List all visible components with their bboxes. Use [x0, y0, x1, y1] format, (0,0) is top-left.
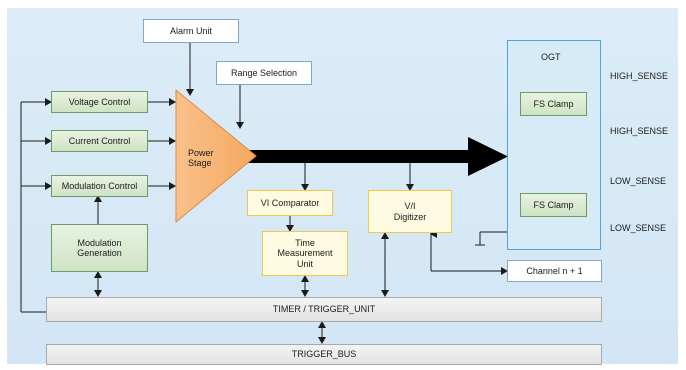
fs-clamp-top-box: FS Clamp — [520, 92, 587, 116]
power-stage-label: Power Stage — [188, 148, 214, 169]
range-selection-box: Range Selection — [216, 61, 312, 85]
channel-n-plus-1-box: Channel n + 1 — [507, 260, 602, 282]
vi-digitizer-box: V/I Digitizer — [368, 190, 452, 233]
modulation-generation-box: Modulation Generation — [51, 224, 148, 272]
ogt-panel — [507, 40, 601, 250]
sense-label-1: HIGH_SENSE — [610, 71, 669, 81]
sense-label-2: HIGH_SENSE — [610, 126, 669, 136]
sense-label-3: LOW_SENSE — [610, 176, 667, 186]
voltage-control-box: Voltage Control — [51, 91, 148, 113]
fs-clamp-bottom-box: FS Clamp — [520, 193, 587, 217]
sense-label-4: LOW_SENSE — [610, 223, 667, 233]
vi-comparator-box: VI Comparator — [247, 190, 333, 216]
main-output-arrow — [248, 137, 508, 176]
power-stage-shape — [175, 88, 257, 224]
timer-trigger-unit-bar: TIMER / TRIGGER_UNIT — [46, 297, 602, 322]
current-control-box: Current Control — [51, 130, 148, 152]
alarm-unit-box: Alarm Unit — [143, 19, 239, 43]
trigger-bus-bar: TRIGGER_BUS — [46, 344, 602, 365]
time-measurement-unit-box: Time Measurement Unit — [262, 231, 348, 276]
ogt-title: OGT — [541, 52, 561, 62]
modulation-control-box: Modulation Control — [51, 175, 148, 197]
